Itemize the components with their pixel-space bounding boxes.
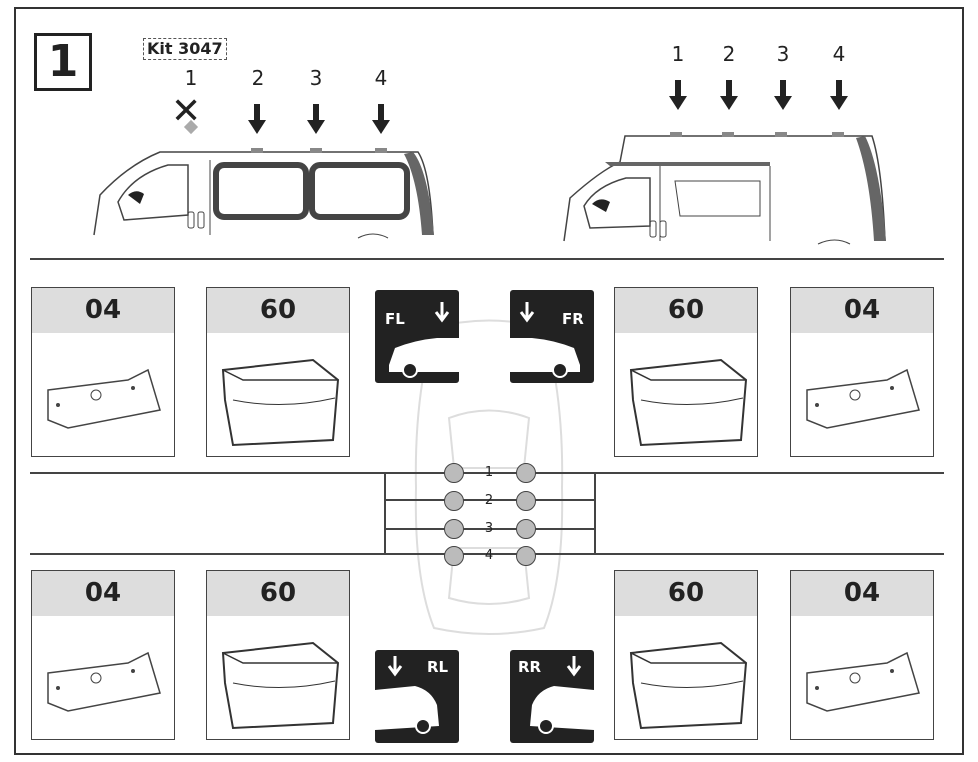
rear-right-label: RR [518, 658, 542, 676]
front-right-panel: FR [510, 290, 594, 383]
rear-left-panel: RL [375, 650, 459, 743]
van-low-roof-illustration [93, 148, 434, 239]
part-card-foot: 60 [206, 287, 350, 457]
row-line-3 [384, 528, 594, 530]
part-number: 60 [615, 288, 757, 333]
part-number: 04 [791, 288, 933, 333]
part-number: 60 [615, 571, 757, 616]
right-arrow-4-icon [830, 80, 848, 112]
part-number: 60 [207, 571, 349, 616]
part-card-bracket: 04 [790, 287, 934, 457]
bracket-icon [806, 368, 920, 429]
row-line-2 [384, 499, 594, 501]
right-position-1: 1 [671, 42, 685, 66]
excluded-position-cross-icon: ✕ [171, 91, 202, 132]
part-card-bracket: 04 [31, 287, 175, 457]
foot-pack-icon [221, 641, 340, 730]
diagram-frame [14, 7, 964, 755]
rear-left-label: RL [427, 658, 449, 676]
right-arrow-2-icon [720, 80, 738, 112]
down-arrow-car-icon [375, 656, 439, 734]
left-position-2: 2 [251, 66, 265, 90]
part-card-foot: 60 [206, 570, 350, 740]
part-card-bracket: 04 [790, 570, 934, 740]
step-number: 1 [34, 33, 92, 91]
row-number-4: 4 [484, 548, 494, 563]
right-point-4 [516, 546, 536, 566]
row-line-bottom [30, 553, 944, 555]
right-arrow-3-icon [774, 80, 792, 112]
row-number-3: 3 [484, 521, 494, 536]
front-left-panel: FL [375, 290, 459, 383]
right-arrow-1-icon [669, 80, 687, 112]
row-number-2: 2 [484, 493, 494, 508]
right-position-2: 2 [722, 42, 736, 66]
rear-right-panel: RR [510, 650, 594, 743]
part-card-foot: 60 [614, 570, 758, 740]
row-line-top [30, 472, 944, 474]
left-point-2 [444, 491, 464, 511]
part-card-bracket: 04 [31, 570, 175, 740]
left-point-3 [444, 519, 464, 539]
left-position-3: 3 [309, 66, 323, 90]
section-divider [30, 258, 944, 260]
right-point-1 [516, 463, 536, 483]
bracket-icon [47, 368, 161, 429]
bracket-icon [47, 651, 161, 712]
bracket-left [384, 472, 386, 554]
bracket-icon [806, 651, 920, 712]
part-number: 60 [207, 288, 349, 333]
right-position-4: 4 [832, 42, 846, 66]
part-number: 04 [32, 288, 174, 333]
front-right-label: FR [562, 310, 584, 328]
left-arrow-2-icon [248, 104, 266, 136]
right-point-2 [516, 491, 536, 511]
part-number: 04 [32, 571, 174, 616]
left-arrow-4-icon [372, 104, 390, 136]
kit-label: Kit 3047 [143, 38, 227, 60]
right-position-3: 3 [776, 42, 790, 66]
van-high-roof-illustration [563, 132, 886, 245]
left-position-1: 1 [184, 66, 198, 90]
left-arrow-3-icon [307, 104, 325, 136]
row-number-1: 1 [484, 465, 494, 480]
right-point-3 [516, 519, 536, 539]
foot-pack-icon [629, 641, 748, 730]
down-arrow-car-icon [389, 302, 459, 378]
down-arrow-car-icon [510, 302, 580, 378]
bracket-right [594, 472, 596, 554]
left-point-1 [444, 463, 464, 483]
foot-pack-icon [629, 358, 748, 447]
foot-pack-icon [221, 358, 340, 447]
left-position-4: 4 [374, 66, 388, 90]
front-left-label: FL [385, 310, 405, 328]
down-arrow-car-icon [530, 656, 594, 734]
left-point-4 [444, 546, 464, 566]
part-card-foot: 60 [614, 287, 758, 457]
part-number: 04 [791, 571, 933, 616]
